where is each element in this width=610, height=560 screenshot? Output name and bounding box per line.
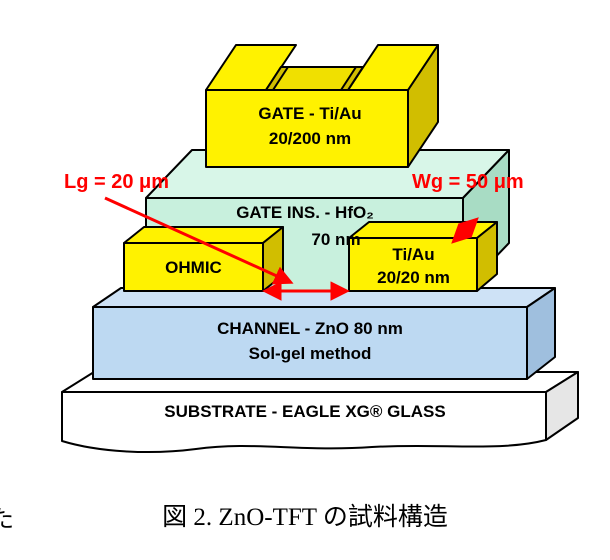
channel-layer (92, 287, 556, 380)
channel-label-line1: CHANNEL - ZnO 80 nm (217, 319, 403, 338)
channel-front-face (92, 306, 528, 380)
clipped-text-fragment: た (0, 507, 14, 533)
substrate-front-face (61, 391, 547, 454)
gate-length-pointer-arrow (104, 196, 294, 285)
ohmic-top-face (123, 226, 284, 244)
gate-insulator-label-line2: 70 nm (311, 230, 361, 249)
ohmic-contact-label: OHMIC (165, 258, 222, 277)
gate-label-line2: 20/200 nm (268, 129, 352, 148)
gate-length-label: Lg = 20 μm (64, 171, 170, 193)
drain-front-face (348, 237, 478, 292)
gate-front-face (205, 89, 409, 168)
gate-width-label: Wg = 50 μm (412, 171, 524, 193)
gate-insulator-label-line1: GATE INS. - HfO₂ (236, 203, 374, 222)
gate-electrode-block (205, 44, 439, 168)
drain-contact-label-line2: 20/20 nm (377, 268, 450, 287)
gate-width-double-arrow (451, 217, 479, 244)
figure-caption: 図 2. ZnO-TFT の試料構造 (162, 504, 448, 531)
device-structure-drawing (61, 44, 579, 454)
drain-contact-label-line1: Ti/Au (392, 245, 435, 264)
substrate-label: SUBSTRATE - EAGLE XG® GLASS (164, 402, 446, 421)
channel-label-line2: Sol-gel method (248, 344, 372, 363)
dimension-arrows (104, 196, 479, 301)
gate-label-line1: GATE - Ti/Au (258, 104, 362, 123)
